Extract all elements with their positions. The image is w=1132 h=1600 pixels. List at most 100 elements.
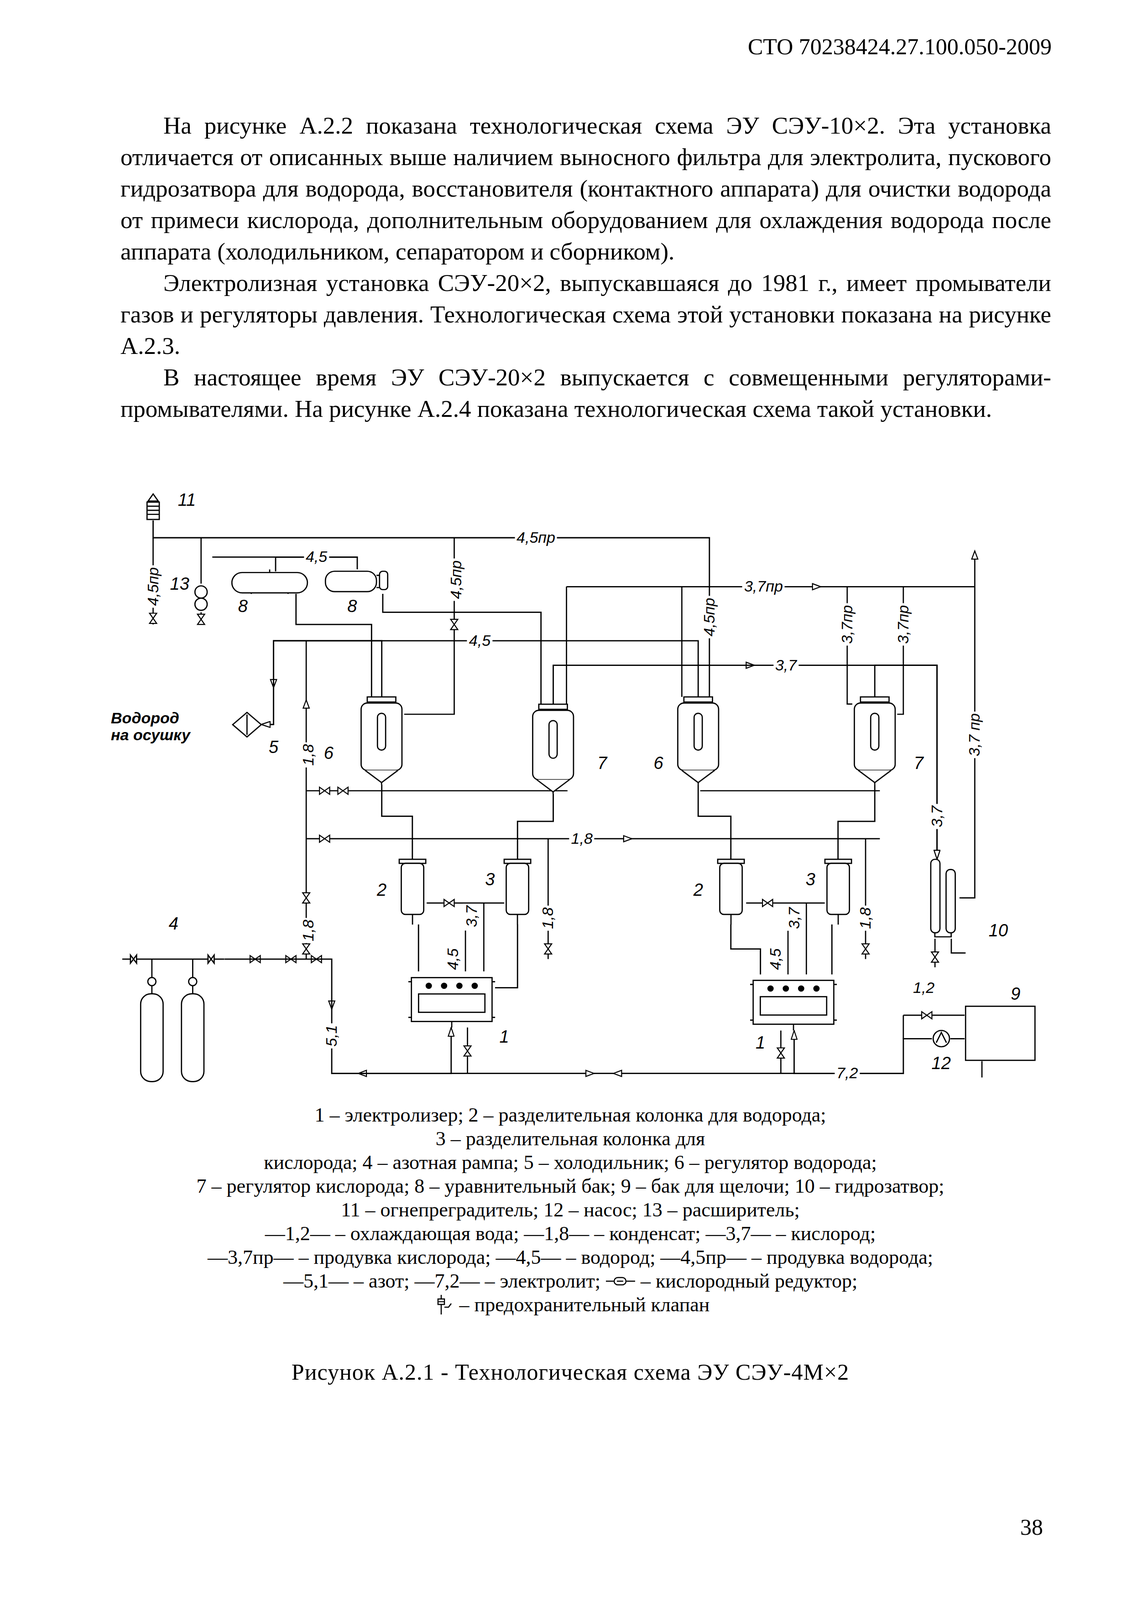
key-line: кислорода; 4 – азотная рампа; 5 – холоди… (263, 1151, 877, 1175)
pipe-label: 4,5пр (700, 596, 719, 639)
key-line: —3,7пр— – продувка кислорода; —4,5— – во… (207, 1246, 934, 1270)
pipe-label: 3,7пр (894, 603, 913, 647)
pipe-connector (417, 924, 420, 972)
pipe-label: 3,7 (928, 803, 946, 830)
equipment-outline (399, 859, 426, 925)
paragraph: На рисунке А.2.2 показана технологическа… (120, 109, 1052, 268)
callout-number: 4 (167, 915, 180, 933)
equipment-outline (122, 951, 225, 1085)
pipe-label: Водород на осушку (109, 709, 198, 745)
pipe-connector (153, 520, 710, 698)
callout-number: 5 (267, 738, 280, 757)
pipe-label: 4,5пр (447, 558, 465, 601)
paragraph: В настоящее время ЭУ СЭУ-20×2 выпускаетс… (120, 361, 1052, 425)
pipe-connector (517, 793, 553, 860)
callout-number: 10 (987, 922, 1010, 940)
pipe-label: 1,8 (299, 742, 318, 768)
pipe-connector (831, 924, 833, 976)
equipment-outline (675, 697, 721, 785)
safety-valve-symbol (431, 1293, 454, 1317)
callout-number: 1 (498, 1028, 511, 1046)
key-line: —5,1— – азот; —7,2— – электролит; (283, 1269, 601, 1294)
callout-number: 7 (912, 754, 925, 773)
equipment-outline (146, 494, 161, 521)
equipment-outline (230, 571, 309, 595)
paragraph: Электролизная установка СЭУ-20×2, выпуск… (120, 267, 1052, 362)
equipment-symbol: 1 (750, 974, 837, 1031)
equipment-symbol: 2 (717, 859, 745, 925)
equipment-outline (750, 974, 837, 1031)
pipe-label: 4,5 (766, 946, 785, 972)
equipment-symbol: 10 (926, 859, 960, 939)
equipment-symbol: 8 (230, 571, 309, 595)
pipe-connector (382, 594, 542, 705)
callout-number: 8 (345, 597, 359, 616)
pipe-label: 1,8 (856, 906, 875, 932)
callout-number: 2 (375, 881, 388, 899)
equipment-symbol: 12 (932, 1029, 951, 1049)
body-text: На рисунке А.2.2 показана технологическа… (120, 109, 1052, 425)
equipment-symbol: 13 (193, 584, 209, 613)
pipe-label: 3,7 пр (965, 711, 984, 759)
pipe-connector (261, 641, 699, 725)
equipment-symbol: 8 (324, 569, 390, 595)
equipment-symbol: 9 (964, 1005, 1037, 1062)
callout-number: 3 (804, 871, 817, 889)
pipe-connector (381, 784, 413, 860)
callout-number: 1 (754, 1034, 767, 1052)
reducer-symbol (605, 1274, 636, 1289)
callout-number: 3 (483, 871, 496, 889)
pipe-label: 4,5 (303, 548, 329, 567)
pipe-label: 1,8 (569, 829, 595, 848)
equipment-outline (408, 971, 496, 1028)
callout-number: 6 (652, 754, 665, 773)
figure-caption: Рисунок А.2.1 - Технологическая схема ЭУ… (9, 1358, 1132, 1387)
equipment-symbol: 2 (399, 859, 426, 925)
pipe-label: 4,5 (444, 946, 463, 972)
pipe-label: 3,7 (462, 903, 481, 929)
pipe-label: 3,7 (785, 906, 804, 932)
key-line: – кислородный редуктор; (640, 1269, 858, 1294)
pipe-label: 7,2 (834, 1064, 860, 1083)
equipment-symbol: 4 (122, 951, 225, 1085)
callout-number: 13 (168, 575, 191, 593)
valves-and-arrows (149, 551, 978, 1077)
key-line: 3 – разделительная колонка для (435, 1127, 706, 1152)
page-number: 38 (1020, 1513, 1044, 1542)
equipment-outline (359, 697, 404, 785)
equipment-outline (504, 859, 531, 925)
equipment-symbol: 5 (232, 712, 262, 738)
pipe-connector (838, 784, 876, 860)
pipe-connector (794, 1031, 933, 1075)
equipment-outline (964, 1005, 1037, 1062)
equipment-outline (824, 859, 852, 925)
key-line: – предохранительный клапан (459, 1293, 710, 1318)
equipment-outline (324, 569, 390, 595)
callout-number: 2 (692, 881, 705, 899)
pipe-connector (950, 1038, 965, 1040)
equipment-outline (932, 1029, 951, 1049)
pipe-label: 4,5пр (144, 565, 162, 609)
equipment-outline (193, 584, 209, 613)
running-header: СТО 70238424.27.100.050-2009 (593, 32, 1052, 61)
callout-number: 9 (1009, 985, 1022, 1003)
equipment-symbol: 1 (408, 971, 496, 1028)
figure-key: 1 – электролизер; 2 – разделительная кол… (9, 1103, 1132, 1318)
equipment-outline (530, 704, 576, 795)
callout-number: 8 (236, 597, 250, 616)
pipe-lines (153, 537, 983, 1078)
pipe-label: 4,5пр (514, 528, 558, 547)
pipe-label: 1,8 (299, 918, 318, 944)
pipe-label: 3,7пр (838, 603, 856, 647)
equipment-symbol: 7 (852, 697, 898, 785)
pipe-connector (730, 924, 761, 976)
pipe-label: 3,7пр (742, 578, 785, 596)
key-line: 1 – электролизер; 2 – разделительная кол… (314, 1103, 826, 1128)
key-line: —1,2— – охлаждающая вода; —1,8— – конден… (265, 1222, 876, 1247)
equipment-outline (717, 859, 745, 925)
key-line: 7 – регулятор кислорода; 8 – уравнительн… (196, 1174, 945, 1199)
pipe-connector (296, 594, 372, 698)
pipe-label: 3,7 (773, 656, 799, 675)
pipe-connector (698, 784, 731, 860)
